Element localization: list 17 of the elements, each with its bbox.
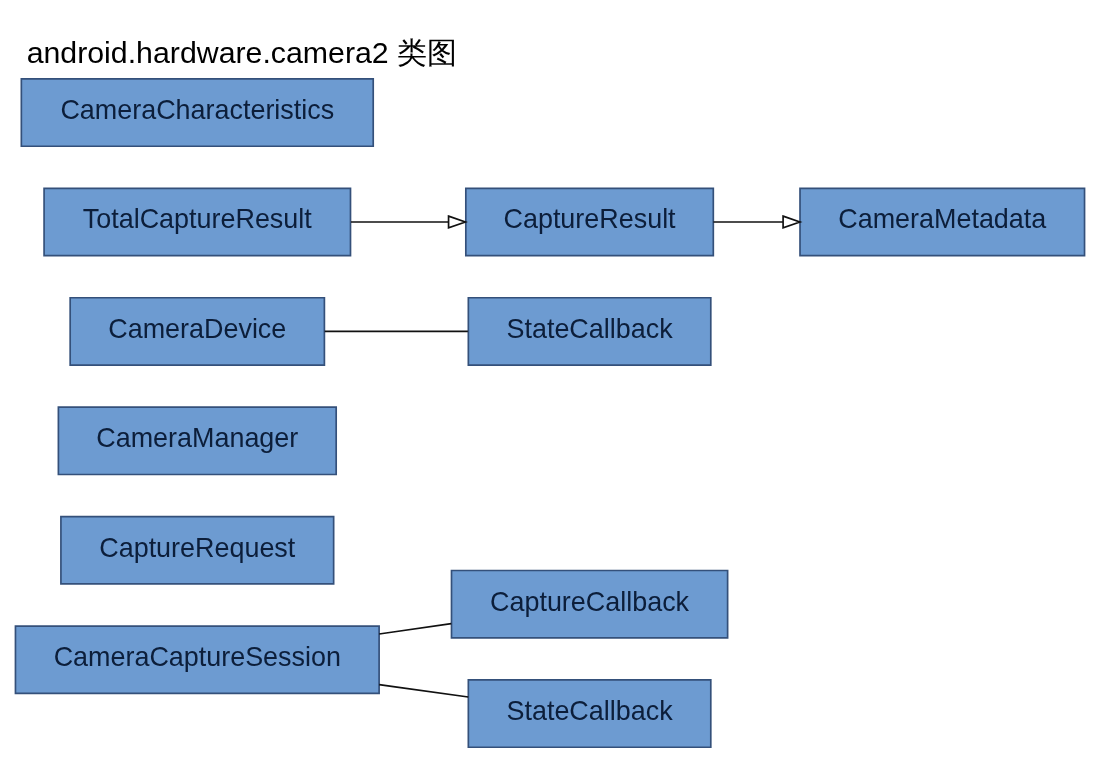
connector: [378, 683, 470, 698]
node-box: CaptureCallback: [450, 569, 729, 639]
diagram-title: android.hardware.camera2 类图: [26, 35, 458, 69]
node-box: CameraDevice: [69, 296, 326, 366]
node-box: CameraCharacteristics: [20, 77, 375, 147]
arrow: [712, 214, 803, 229]
node-box: TotalCaptureResult: [43, 186, 352, 256]
node-box: CaptureRequest: [60, 515, 335, 585]
node-box: CaptureResult: [465, 186, 715, 256]
node-box: CameraManager: [57, 405, 337, 475]
node-box: CameraCaptureSession: [14, 624, 380, 694]
connector: [323, 330, 469, 332]
node-box: CameraMetadata: [799, 186, 1086, 256]
node-box: StateCallback: [467, 296, 712, 366]
arrow: [350, 214, 468, 229]
connector: [378, 622, 453, 635]
node-box: StateCallback: [467, 678, 712, 748]
